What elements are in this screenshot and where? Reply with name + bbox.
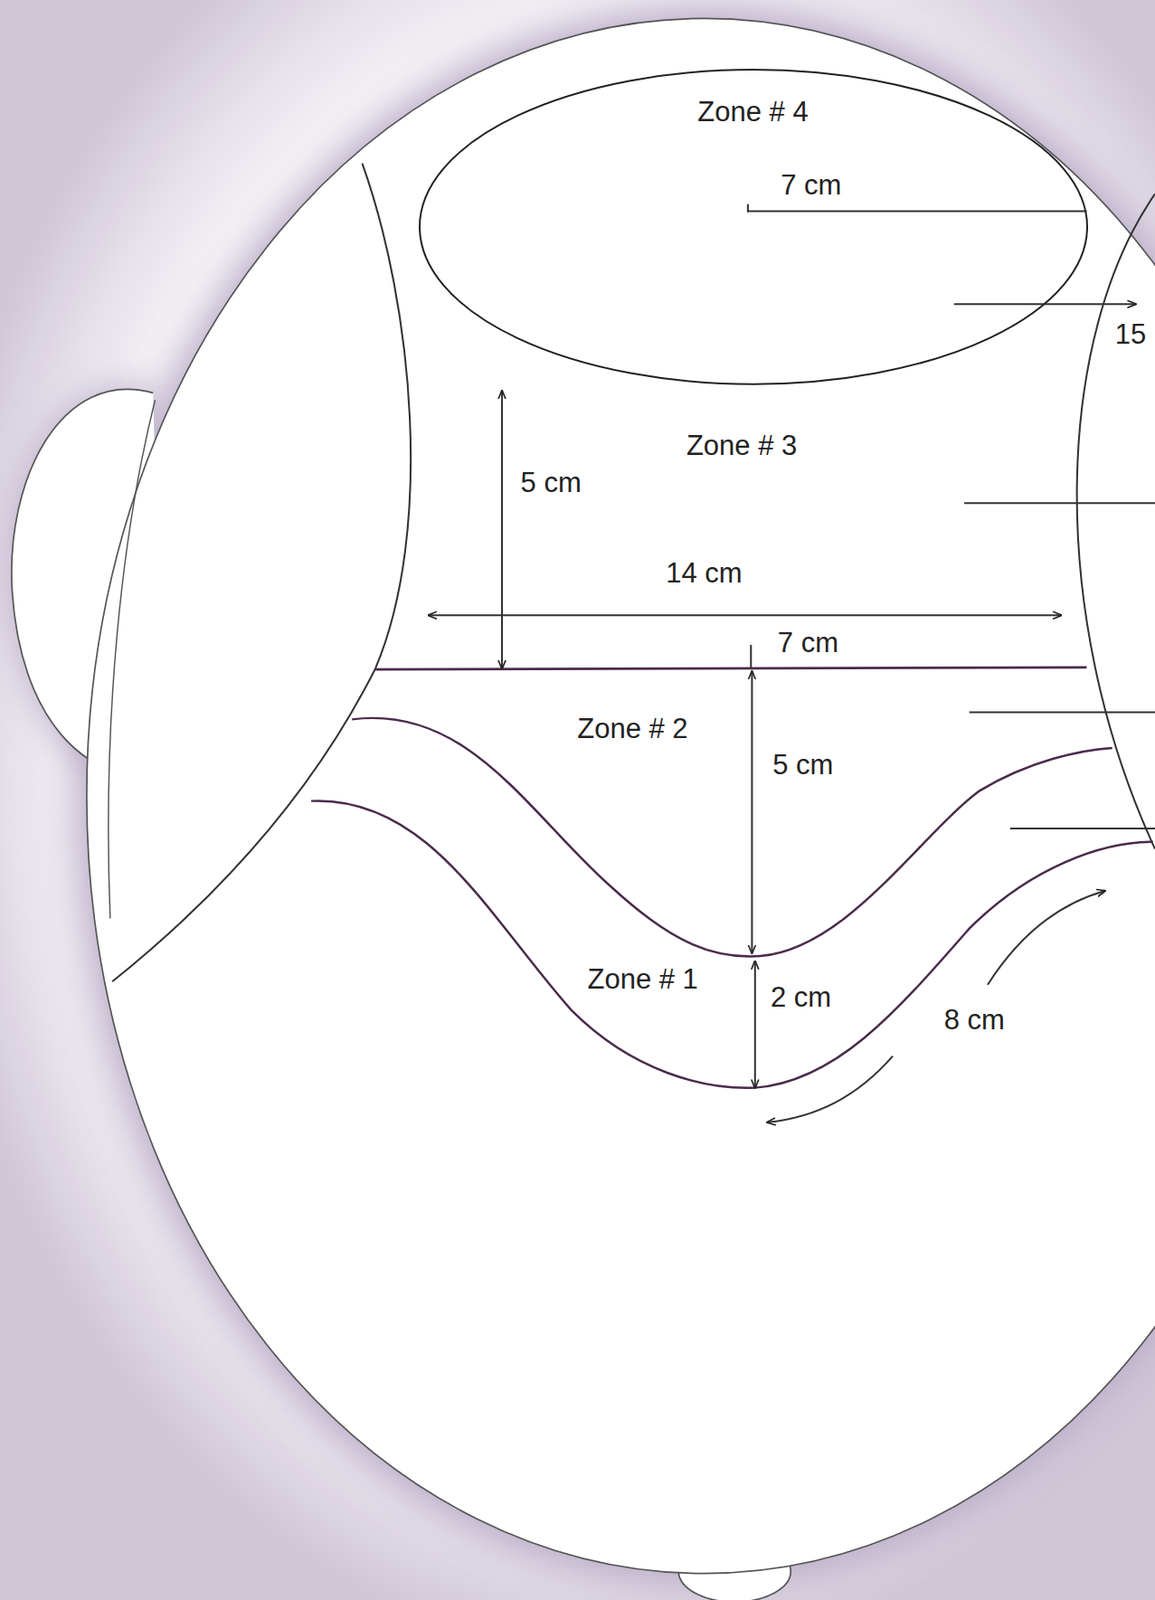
dimension-label: 7 cm — [777, 169, 844, 202]
dimension-label: 8 cm — [941, 1003, 1008, 1037]
dimension-label: 2 cm — [767, 981, 834, 1014]
left-zone-boundary — [112, 163, 411, 983]
curved-arrow — [766, 1056, 893, 1123]
dimension-label: 14 cm — [662, 557, 745, 590]
zone1-lower-wave — [311, 800, 1154, 1088]
dimension-arrow — [750, 671, 753, 953]
zone3-baseline — [375, 667, 1087, 670]
leader-line — [964, 501, 1155, 504]
zone-ellipse: Zone # 4 — [418, 68, 1089, 386]
dimension-arrow — [428, 614, 1061, 616]
center-tick — [749, 644, 752, 669]
dimension-label: 15 — [1112, 318, 1149, 351]
dimension-label: 5 cm — [518, 466, 585, 500]
zone2-lower-wave — [351, 718, 1112, 957]
ellipse-outline — [419, 69, 1088, 385]
head-outline — [86, 18, 1155, 1573]
dimension-arrow — [501, 390, 503, 669]
dimension-label: 5 cm — [769, 748, 836, 782]
zone-name: Zone # 4 — [694, 95, 811, 129]
radius-tick — [747, 204, 749, 213]
dimension-label: 7 cm — [775, 626, 842, 660]
curved-arrow — [987, 890, 1106, 985]
leader-line — [969, 710, 1155, 713]
inner-head-contour — [108, 399, 156, 919]
zone-name: Zone # 2 — [574, 712, 691, 746]
radius-line — [747, 210, 1088, 213]
zone-name: Zone # 1 — [585, 963, 701, 996]
leader-line — [1010, 827, 1155, 830]
zone-name: Zone # 3 — [683, 429, 800, 463]
head-shadow — [11, 8, 1155, 1584]
dimension-arrow — [754, 961, 757, 1089]
